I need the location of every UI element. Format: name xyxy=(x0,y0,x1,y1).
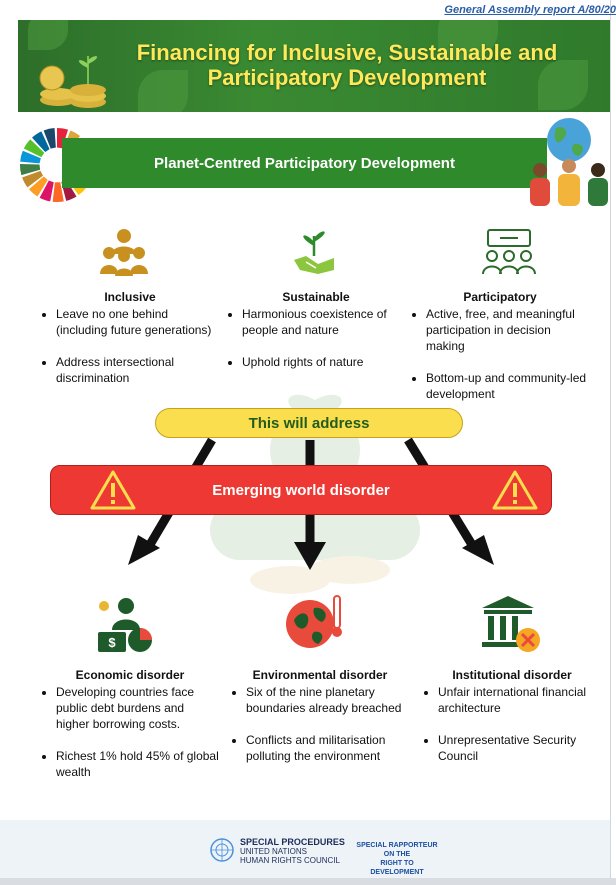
collaboration-icon xyxy=(482,229,536,275)
sp-line3: HUMAN RIGHTS COUNCIL xyxy=(240,856,341,865)
sdg-segment xyxy=(28,176,48,197)
disorder-heading: Environmental disorder xyxy=(252,668,388,682)
sdg-segment xyxy=(19,164,41,176)
disorder-environmental: Environmental disorder Six of the nine p… xyxy=(230,668,410,780)
sprout-handshake-icon xyxy=(294,231,334,274)
sp-line2: UNITED NATIONS xyxy=(240,847,307,856)
address-pill: This will address xyxy=(155,408,463,438)
pillar-heading: Inclusive xyxy=(104,290,156,304)
pillar-inclusive: Inclusive Leave no one behind (including… xyxy=(40,290,220,402)
list-item: Six of the nine planetary boundaries alr… xyxy=(246,684,410,716)
disorder-heading: Economic disorder xyxy=(75,668,185,682)
special-procedures-text: SPECIAL PROCEDURES UNITED NATIONS HUMAN … xyxy=(240,837,345,866)
sdg-segment xyxy=(22,170,43,188)
address-label: This will address xyxy=(248,414,370,432)
pillar-sustainable: Sustainable Harmonious coexistence of pe… xyxy=(226,290,406,386)
sp-line1: SPECIAL PROCEDURES xyxy=(240,837,345,847)
list-item: Bottom-up and community-led development xyxy=(426,370,590,402)
title-banner: Financing for Inclusive, Sustainable and… xyxy=(18,20,610,112)
list-item: Uphold rights of nature xyxy=(242,354,406,370)
people-group-icon xyxy=(100,229,148,276)
sr-line2: ON THE xyxy=(383,851,411,858)
un-emblem-icon xyxy=(210,838,234,862)
disorder-heading: Institutional disorder xyxy=(452,668,572,682)
sdg-segment xyxy=(43,128,56,149)
arrow-left-head xyxy=(128,535,160,565)
sdg-segment xyxy=(32,131,50,153)
list-item: Active, free, and meaningful participati… xyxy=(426,306,590,354)
disorder-institutional: Institutional disorder Unfair internatio… xyxy=(422,668,602,780)
disorder-label: Emerging world disorder xyxy=(212,481,390,499)
list-item: Developing countries face public debt bu… xyxy=(56,684,220,732)
sdg-segment xyxy=(20,150,41,164)
list-item: Conflicts and militarisation polluting t… xyxy=(246,732,410,764)
globe-people-icon xyxy=(530,118,608,206)
window-bottom-bar xyxy=(0,878,616,885)
list-item: Leave no one behind (including future ge… xyxy=(56,306,220,338)
pillar-participatory: Participatory Active, free, and meaningf… xyxy=(410,290,590,418)
sdg-segment xyxy=(39,180,54,202)
disorder-economic: Economic disorder Developing countries f… xyxy=(40,668,220,796)
hot-planet-icon xyxy=(286,595,342,648)
list-item: Richest 1% hold 45% of global wealth xyxy=(56,748,220,780)
arrow-center-head xyxy=(294,542,326,570)
pillar-heading: Participatory xyxy=(463,290,537,304)
finance-chart-icon: $ xyxy=(98,598,152,652)
sdg-segment xyxy=(23,139,45,158)
warning-icon xyxy=(90,470,136,510)
sr-line3: RIGHT TO DEVELOPMENT xyxy=(370,860,424,876)
coins-sprout-icon xyxy=(39,56,106,108)
list-item: Unfair international financial architect… xyxy=(438,684,602,716)
list-item: Harmonious coexistence of people and nat… xyxy=(242,306,406,338)
sr-line1: SPECIAL RAPPORTEUR xyxy=(356,842,438,849)
list-item: Address intersectional discrimination xyxy=(56,354,220,386)
pillar-heading: Sustainable xyxy=(282,290,350,304)
disorder-bar: Emerging world disorder xyxy=(50,465,552,515)
svg-text:$: $ xyxy=(108,635,116,650)
special-rapporteur-text: SPECIAL RAPPORTEUR ON THE RIGHT TO DEVEL… xyxy=(354,841,440,877)
footer xyxy=(0,820,610,878)
arrow-right-head xyxy=(462,535,494,565)
warning-icon xyxy=(492,470,538,510)
page-title: Financing for Inclusive, Sustainable and… xyxy=(136,40,558,90)
sdg-segment xyxy=(52,182,64,203)
institution-cross-icon xyxy=(482,596,540,652)
report-link[interactable]: General Assembly report A/80/20 xyxy=(444,4,616,16)
pcpd-bar: Planet-Centred Participatory Development xyxy=(62,138,547,188)
pcpd-title: Planet-Centred Participatory Development xyxy=(154,154,455,172)
list-item: Unrepresentative Security Council xyxy=(438,732,602,764)
